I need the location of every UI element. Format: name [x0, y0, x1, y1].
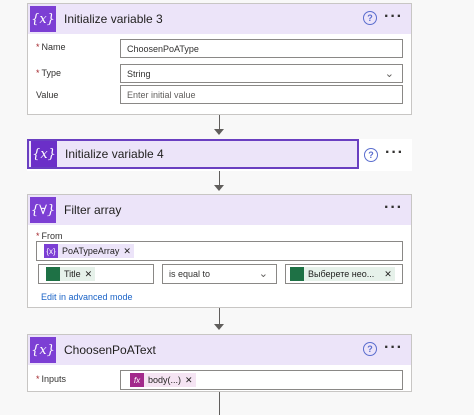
- choosen-poa-text-card: {𝑥} ChoosenPoAText ? ··· *Inputs fx body…: [27, 334, 412, 392]
- card-header[interactable]: {𝑥} ChoosenPoAText ? ···: [28, 335, 411, 365]
- type-value: String: [127, 68, 151, 79]
- title-token[interactable]: Title ✕: [46, 267, 96, 281]
- arrow-down-icon: [214, 129, 224, 135]
- token-label: Выберете нео...: [308, 269, 375, 279]
- card-title: ChoosenPoAText: [64, 343, 156, 357]
- arrow-down-icon: [214, 324, 224, 330]
- inputs-label: *Inputs: [36, 374, 67, 384]
- excel-icon: [46, 267, 60, 281]
- type-label: *Type: [36, 68, 62, 78]
- from-label: *From: [36, 231, 63, 241]
- from-token[interactable]: {x} PoATypeArray ✕: [44, 244, 134, 258]
- value-label: Value: [36, 90, 59, 100]
- advanced-mode-link[interactable]: Edit in advanced mode: [41, 292, 133, 302]
- connector-line: [219, 308, 220, 324]
- more-options-icon[interactable]: ···: [384, 8, 403, 25]
- value-input[interactable]: Enter initial value: [120, 85, 403, 104]
- token-label: Title: [64, 269, 81, 279]
- token-label: PoATypeArray: [62, 246, 120, 256]
- close-icon[interactable]: ✕: [185, 374, 193, 385]
- chevron-down-icon: ⌄: [258, 268, 268, 280]
- more-options-icon[interactable]: ···: [385, 144, 404, 161]
- name-field[interactable]: ChoosenPoAType: [120, 39, 403, 58]
- help-icon[interactable]: ?: [364, 148, 378, 162]
- card-title: Initialize variable 4: [65, 147, 164, 161]
- more-options-icon[interactable]: ···: [384, 199, 403, 216]
- expression-token[interactable]: fx body(...) ✕: [130, 373, 196, 387]
- filter-icon: {∀}: [30, 197, 56, 223]
- arrow-down-icon: [214, 185, 224, 191]
- variable-icon: {x}: [44, 244, 58, 258]
- function-icon: fx: [130, 373, 144, 387]
- card-header[interactable]: {x} Initialize variable 3 ? ···: [28, 4, 411, 34]
- variable-icon: {x}: [30, 6, 56, 32]
- excel-icon: [290, 267, 304, 281]
- more-options-icon[interactable]: ···: [384, 339, 403, 356]
- initialize-variable-4-card: {x} Initialize variable 4 ? ···: [27, 139, 412, 171]
- connector-line: [219, 171, 220, 185]
- token-label: body(...): [148, 375, 182, 385]
- value-token[interactable]: Выберете нео... ✕: [290, 267, 395, 281]
- connector-line: [219, 115, 220, 129]
- variable-icon: {x}: [31, 141, 57, 167]
- initialize-variable-3-card: {x} Initialize variable 3 ? ··· *Name Ch…: [27, 3, 412, 115]
- chevron-down-icon: ⌄: [384, 68, 394, 80]
- name-label: *Name: [36, 42, 66, 52]
- card-title: Initialize variable 3: [64, 12, 163, 26]
- close-icon[interactable]: ✕: [123, 245, 131, 256]
- type-select[interactable]: String ⌄: [120, 64, 403, 83]
- operator-value: is equal to: [169, 269, 211, 279]
- card-title: Filter array: [64, 203, 122, 217]
- variable-icon: {𝑥}: [30, 337, 56, 363]
- filter-array-card: {∀} Filter array ··· *From {x} PoATypeAr…: [27, 194, 412, 308]
- connector-line: [219, 392, 220, 415]
- card-header[interactable]: {∀} Filter array ···: [28, 195, 411, 225]
- help-icon[interactable]: ?: [363, 342, 377, 356]
- close-icon[interactable]: ✕: [84, 268, 93, 279]
- close-icon[interactable]: ✕: [384, 268, 392, 279]
- help-icon[interactable]: ?: [363, 11, 377, 25]
- operator-select[interactable]: is equal to ⌄: [162, 264, 277, 284]
- card-header[interactable]: {x} Initialize variable 4: [27, 139, 359, 169]
